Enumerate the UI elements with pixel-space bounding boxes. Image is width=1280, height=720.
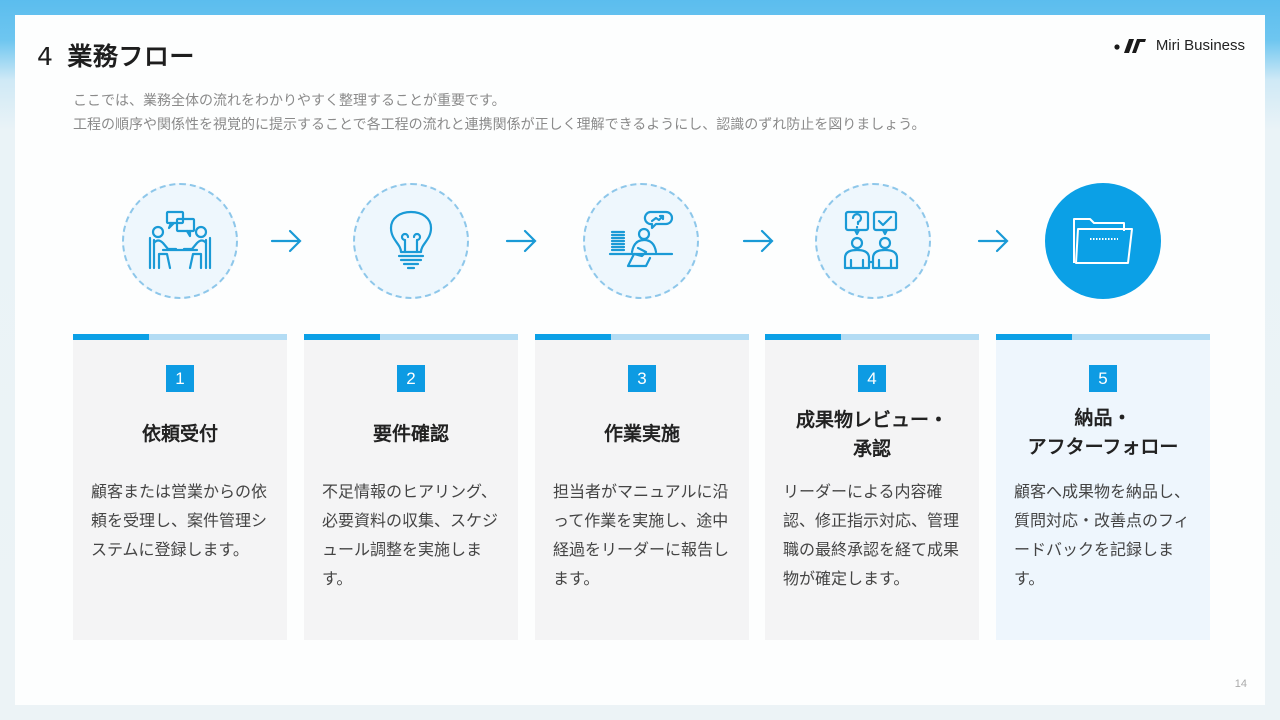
step-description: リーダーによる内容確認、修正指示対応、管理職の最終承認を経て成果物が確定します。	[783, 482, 960, 588]
step-description: 不足情報のヒアリング、必要資料の収集、スケジュール調整を実施します。	[322, 482, 499, 588]
meeting-icon	[148, 210, 212, 270]
brand-logo: Miri Business	[1114, 37, 1245, 54]
step-card-1: 1 依頼受付 顧客または営業からの依頼を受理し、案件管理システムに登録します。	[73, 334, 287, 640]
step-card-5: 5 納品・ アフターフォロー 顧客へ成果物を納品し、質問対応・改善点のフィードバ…	[996, 334, 1210, 640]
step-number-badge: 1	[166, 365, 194, 392]
step-number-badge: 3	[628, 365, 656, 392]
step-title: 作業実施	[603, 423, 680, 445]
intro-line-1: ここでは、業務全体の流れをわかりやすく整理することが重要です。	[73, 93, 506, 109]
intro-text: ここでは、業務全体の流れをわかりやすく整理することが重要です。 工程の順序や関係…	[73, 89, 925, 137]
folder-icon	[1073, 218, 1133, 264]
card-accent-bar	[765, 334, 979, 340]
lightbulb-icon	[389, 210, 433, 270]
card-accent-bar	[996, 334, 1210, 340]
review-approval-icon	[843, 210, 899, 270]
step-description: 担当者がマニュアルに沿って作業を実施し、途中経過をリーダーに報告します。	[553, 482, 730, 588]
intro-line-2: 工程の順序や関係性を視覚的に提示することで各工程の流れと連携関係が正しく理解でき…	[73, 117, 926, 133]
miri-logo-mark-icon	[1114, 38, 1146, 53]
arrow-right-icon	[270, 229, 302, 253]
step-title: 成果物レビュー・ 承認	[795, 409, 948, 460]
card-accent-bar	[304, 334, 518, 340]
title-text: 業務フロー	[67, 42, 195, 71]
step-title: 依頼受付	[141, 423, 218, 445]
step-title: 納品・ アフターフォロー	[1027, 407, 1179, 458]
step-card-2: 2 要件確認 不足情報のヒアリング、必要資料の収集、スケジュール調整を実施します…	[304, 334, 518, 640]
step-description: 顧客または営業からの依頼を受理し、案件管理システムに登録します。	[91, 482, 268, 559]
arrow-right-icon	[742, 229, 774, 253]
worker-desk-icon	[608, 210, 674, 268]
step-title: 要件確認	[372, 423, 449, 445]
brand-name: Miri Business	[1155, 37, 1245, 54]
card-accent-bar	[73, 334, 287, 340]
step-1-icon-circle	[122, 183, 238, 299]
page-number: 14	[1234, 678, 1247, 690]
step-5-icon-circle	[1045, 183, 1161, 299]
arrow-right-icon	[977, 229, 1009, 253]
arrow-right-icon	[505, 229, 537, 253]
step-card-4: 4 成果物レビュー・ 承認 リーダーによる内容確認、修正指示対応、管理職の最終承…	[765, 334, 979, 640]
step-description: 顧客へ成果物を納品し、質問対応・改善点のフィードバックを記録します。	[1014, 482, 1191, 588]
page-title: 4 業務フロー	[37, 37, 195, 73]
step-4-icon-circle	[815, 183, 931, 299]
section-number: 4	[37, 42, 54, 71]
flow-icons-row	[15, 183, 1265, 299]
card-accent-bar	[535, 334, 749, 340]
step-card-3: 3 作業実施 担当者がマニュアルに沿って作業を実施し、途中経過をリーダーに報告し…	[535, 334, 749, 640]
slide: 4 業務フロー Miri Business ここでは、業務全体の流れをわかりやすく…	[15, 15, 1265, 705]
step-number-badge: 4	[858, 365, 886, 392]
step-2-icon-circle	[353, 183, 469, 299]
step-number-badge: 5	[1089, 365, 1117, 392]
step-3-icon-circle	[583, 183, 699, 299]
step-number-badge: 2	[397, 365, 425, 392]
